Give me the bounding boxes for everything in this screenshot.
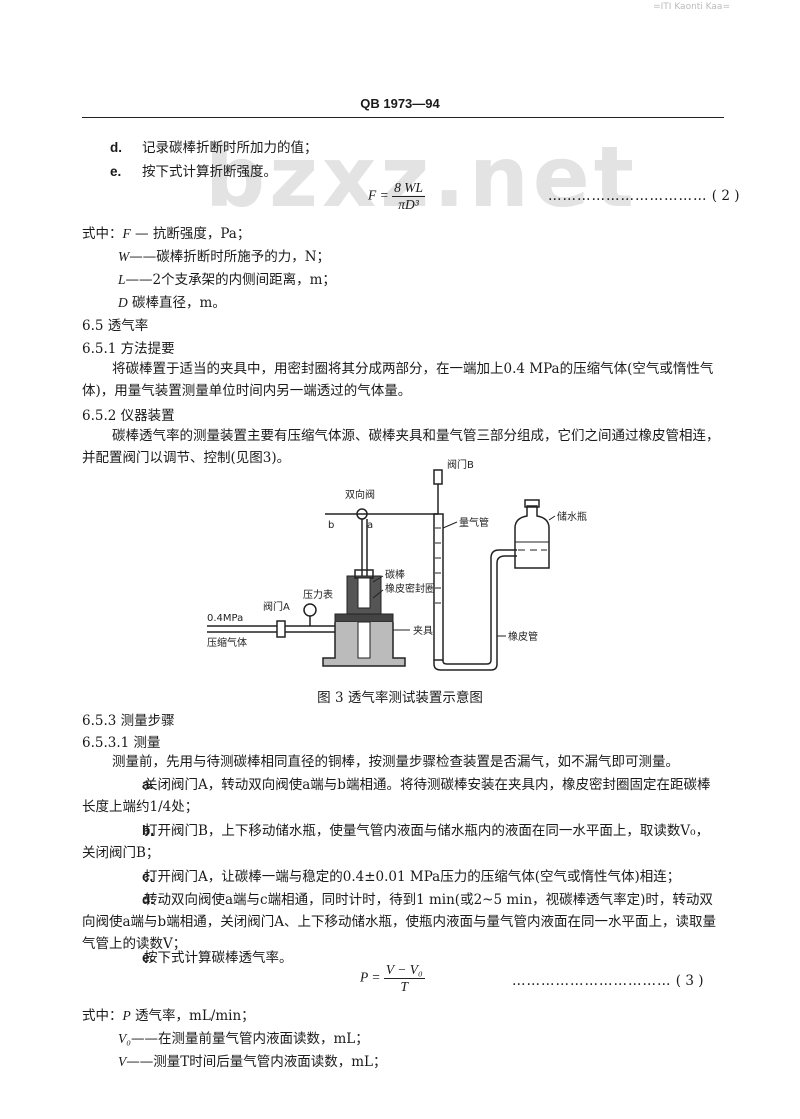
def-text: ——2个支承架的内侧间距离，m；: [125, 272, 336, 288]
eq-number: ( 2 ): [711, 188, 740, 204]
def-text: 透气率，mL/min；: [130, 1008, 255, 1024]
step-text: 转动双向阀使a端与c端相通，同时计时，待到1 min(或2~5 min，视碳棒透…: [82, 892, 716, 952]
step-label: a.: [142, 777, 154, 792]
watermark: bzxz.net: [205, 128, 638, 226]
valve-b-icon: [433, 469, 443, 485]
def-text: ——碳棒折断时所施予的力，N；: [129, 249, 331, 265]
def-row: W——碳棒折断时所施予的力，N；: [118, 245, 330, 265]
section-heading: 6.5.3 测量步骤: [82, 713, 175, 729]
paragraph: 测量前，先用与待测碳棒相同直径的铜棒，按测量步骤检查装置是否漏气，如不漏气即可测…: [112, 754, 679, 770]
water-bottle-icon: [514, 505, 550, 569]
section-heading: 6.5.2 仪器装置: [82, 408, 175, 424]
eq-number: ( 3 ): [675, 973, 704, 989]
where-label: 式中：: [82, 1008, 123, 1024]
equation-3: P = V − V₀ T: [360, 962, 425, 995]
eq-denominator: πD³: [398, 197, 419, 212]
def-row: V——测量T时间后量气管内液面读数，mL；: [118, 1050, 387, 1070]
label-b: b: [328, 520, 334, 531]
label-clamp: 夹具: [413, 624, 433, 637]
eq-fraction: V − V₀ T: [383, 962, 425, 995]
item-text: 按下式计算折断强度。: [142, 164, 277, 180]
pressure-gauge-icon: [303, 603, 317, 617]
step-d: d.转动双向阀使a端与c端相通，同时计时，待到1 min(或2~5 min，视碳…: [82, 889, 722, 955]
carbon-rod-icon: [357, 577, 371, 609]
def-row: L——2个支承架的内侧间距离，m；: [118, 268, 336, 288]
top-mark: =ITI Kaonti Kaa=: [653, 2, 730, 12]
step-e: e.按下式计算碳棒透气率。: [82, 947, 722, 969]
figure-caption: 图 3 透气率测试装置示意图: [317, 690, 483, 706]
eq-denominator: T: [400, 979, 409, 994]
section-heading: 6.5.3.1 测量: [82, 735, 161, 751]
eq-fraction: 8 WL πD³: [392, 180, 425, 213]
step-text: 按下式计算碳棒透气率。: [144, 950, 293, 966]
hose-icon: [433, 555, 517, 671]
step-a: a.关闭阀门A，转动双向阀使a端与b端相通。将待测碳棒安装在夹具内，橡皮密封圈固…: [82, 774, 722, 818]
step-text: 打开阀门A，让碳棒一端与稳定的0.4±0.01 MPa压力的压缩气体(空气或惰性…: [144, 869, 681, 885]
page-header: QB 1973—94: [360, 96, 440, 111]
def-row: D 碳棒直径，m。: [118, 291, 226, 311]
eq-lhs: P =: [360, 969, 381, 985]
label-gas-tube: 量气管: [459, 516, 489, 529]
step-c: c.打开阀门A，让碳棒一端与稳定的0.4±0.01 MPa压力的压缩气体(空气或…: [82, 866, 722, 888]
step-text: 打开阀门B，上下移动储水瓶，使量气管内液面与储水瓶内的液面在同一水平面上，取读数…: [82, 823, 710, 861]
step-label: b.: [142, 823, 154, 838]
step-label: c.: [142, 869, 154, 884]
def-text: — 抗断强度，Pa；: [130, 226, 251, 242]
gas-tube-icon: [433, 513, 444, 661]
label-hose: 橡皮管: [508, 630, 538, 643]
def-symbol: F: [122, 226, 131, 241]
step-label: d.: [142, 892, 154, 907]
eq-lhs: F =: [368, 187, 389, 203]
where-intro: 式中：F — 抗断强度，Pa；: [82, 222, 250, 242]
eq-dots: ……………………………: [548, 188, 708, 204]
where-intro: 式中：P 透气率，mL/min；: [82, 1004, 255, 1024]
label-two-way-valve: 双向阀: [345, 488, 375, 501]
item-d: d. 记录碳棒折断时所加力的值；: [110, 136, 318, 156]
def-symbol: D: [118, 295, 128, 310]
step-label: e.: [142, 950, 154, 965]
label-a: a: [367, 520, 373, 531]
apparatus-figure: 阀门B 双向阀 b a 量气管 橡皮管 储水瓶 碳棒 橡皮密封圈 夹具 0.4M…: [207, 458, 587, 671]
def-symbol: L: [118, 272, 126, 287]
equation-2: F = 8 WL πD³: [368, 180, 425, 213]
label-water-bottle: 储水瓶: [557, 510, 587, 523]
def-symbol: V: [118, 1054, 127, 1069]
eq2-leader: …………………………… ( 2 ): [548, 188, 740, 204]
label-seal: 橡皮密封圈: [385, 582, 435, 595]
step-text: 关闭阀门A，转动双向阀使a端与b端相通。将待测碳棒安装在夹具内，橡皮密封圈固定在…: [82, 777, 711, 815]
def-text: 碳棒直径，m。: [127, 295, 226, 311]
section-heading: 6.5 透气率: [82, 318, 149, 334]
eq-numerator: 8 WL: [392, 180, 425, 197]
paragraph: 碳棒透气率的测量装置主要有压缩气体源、碳棒夹具和量气管三部分组成，它们之间通过橡…: [82, 428, 720, 466]
eq-numerator: V − V₀: [383, 962, 425, 979]
def-text: ——在测量前量气管内液面读数，mL；: [130, 1031, 369, 1047]
where-label: 式中：: [82, 226, 123, 242]
def-row: V₀——在测量前量气管内液面读数，mL；: [118, 1027, 369, 1047]
def-symbol: P: [122, 1008, 131, 1023]
item-e: e. 按下式计算折断强度。: [110, 160, 277, 180]
paragraph: 将碳棒置于适当的夹具中，用密封圈将其分成两部分，在一端加上0.4 MPa的压缩气…: [82, 361, 714, 399]
label-valve-b: 阀门B: [447, 458, 474, 471]
item-label: d.: [110, 140, 122, 155]
item-text: 记录碳棒折断时所加力的值；: [142, 140, 318, 156]
label-pressure: 0.4MPa: [207, 613, 243, 624]
valve-a-icon: [276, 620, 286, 638]
item-label: e.: [110, 164, 122, 179]
def-symbol: W: [118, 249, 130, 264]
eq-dots: ……………………………: [512, 973, 672, 989]
def-symbol: V₀: [118, 1031, 131, 1046]
label-gauge: 压力表: [303, 588, 333, 601]
section-heading: 6.5.1 方法提要: [82, 341, 175, 357]
label-rod: 碳棒: [385, 568, 405, 581]
eq3-leader: …………………………… ( 3 ): [512, 973, 704, 989]
header-rule: [82, 117, 724, 118]
step-b: b.打开阀门B，上下移动储水瓶，使量气管内液面与储水瓶内的液面在同一水平面上，取…: [82, 820, 722, 864]
def-text: ——测量T时间后量气管内液面读数，mL；: [126, 1054, 387, 1070]
label-compressed-gas: 压缩气体: [207, 636, 247, 649]
label-valve-a: 阀门A: [263, 600, 290, 613]
